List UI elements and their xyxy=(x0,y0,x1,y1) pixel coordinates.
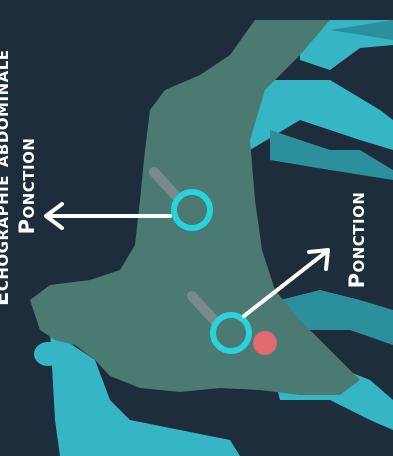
label-echographie-line2: Ponction xyxy=(14,66,40,306)
puncture-marker xyxy=(253,331,277,355)
label-echographie-line1: Echographie abdominale xyxy=(0,66,14,306)
label-ponction: Ponction xyxy=(344,185,370,295)
animal-body xyxy=(30,20,360,395)
label-echographie: Echographie abdominale Ponction xyxy=(0,66,48,306)
